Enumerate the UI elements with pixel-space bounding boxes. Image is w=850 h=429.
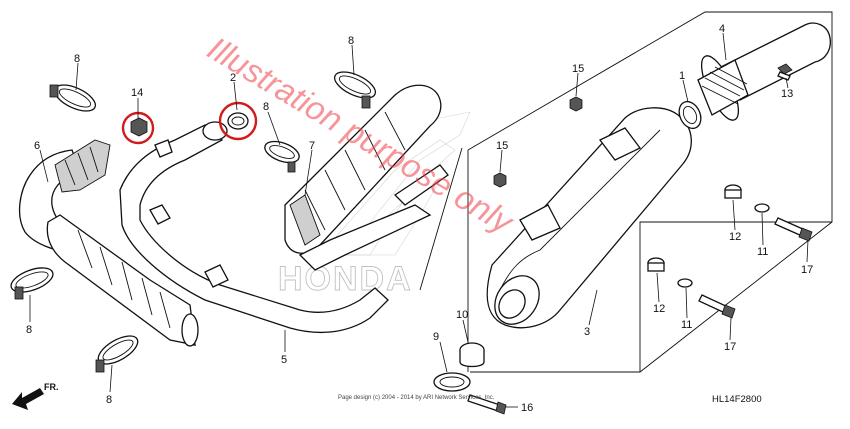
nut-15-lower (493, 172, 507, 188)
callout-8-bottom-left: 8 (106, 394, 112, 406)
band-clamp-bottom-left (95, 335, 139, 373)
muffler-body (486, 107, 692, 329)
nut-15-upper (569, 96, 583, 112)
band-clamp-left (10, 267, 54, 300)
callout-16: 16 (521, 402, 533, 414)
callout-8-top-center: 8 (348, 35, 354, 47)
callout-11-lower: 11 (681, 319, 692, 331)
front-label: FR. (44, 382, 59, 392)
leader-lines (29, 32, 809, 408)
callout-8-left: 8 (26, 324, 32, 336)
frame-leader-pipe (419, 147, 463, 291)
callout-12-upper: 12 (729, 231, 741, 243)
muffler-frame-inner (639, 221, 832, 372)
washer-11-lower (677, 278, 693, 288)
nut-part-14 (121, 111, 155, 145)
brand-watermark-text: HONDA (278, 260, 413, 298)
callout-6: 6 (34, 140, 40, 152)
diagram-code: HL14F2800 (712, 394, 762, 405)
bolt-17-lower (698, 294, 736, 319)
callout-8-top-left: 8 (74, 53, 80, 65)
callout-17-upper: 17 (801, 264, 813, 276)
callout-11-upper: 11 (757, 246, 768, 258)
band-clamp-center (264, 140, 300, 173)
collar-12-upper (724, 184, 742, 199)
callout-17-lower: 17 (724, 341, 736, 353)
gasket-part-1 (678, 100, 702, 130)
callout-12-lower: 12 (653, 303, 665, 315)
joint-collar-part-10 (459, 342, 485, 368)
rear-pipe-heat-shield (284, 84, 449, 271)
callout-10: 10 (456, 309, 468, 321)
callout-14: 14 (131, 87, 143, 99)
band-clamp-top-center (333, 71, 377, 109)
callout-15-lower: 15 (496, 140, 508, 152)
callout-7: 7 (309, 140, 315, 152)
callout-4: 4 (719, 23, 725, 35)
middle-exhaust-pipe (119, 121, 389, 334)
callout-2: 2 (230, 72, 236, 84)
gasket-part-2 (218, 101, 258, 141)
spark-arrester (697, 22, 831, 121)
callout-15-upper: 15 (572, 63, 584, 75)
front-arrow-icon (12, 388, 44, 410)
callout-3: 3 (584, 326, 590, 338)
copyright-notice: Page design (c) 2004 - 2014 by ARI Netwo… (338, 395, 495, 401)
washer-11-upper (754, 203, 770, 213)
exhaust-clamp-part-9 (433, 372, 471, 392)
callout-8-center: 8 (263, 101, 269, 113)
callout-5: 5 (281, 354, 287, 366)
band-clamp-top-left (49, 84, 97, 112)
bolt-part-16 (467, 394, 507, 415)
collar-12-lower (647, 257, 665, 272)
callout-9: 9 (433, 331, 439, 343)
callout-1: 1 (679, 70, 685, 82)
callout-13: 13 (781, 88, 793, 100)
front-exhaust-pipe (18, 139, 199, 347)
exploded-frame (467, 11, 833, 373)
bolt-17-upper (774, 217, 813, 242)
bolt-part-13 (777, 63, 793, 81)
